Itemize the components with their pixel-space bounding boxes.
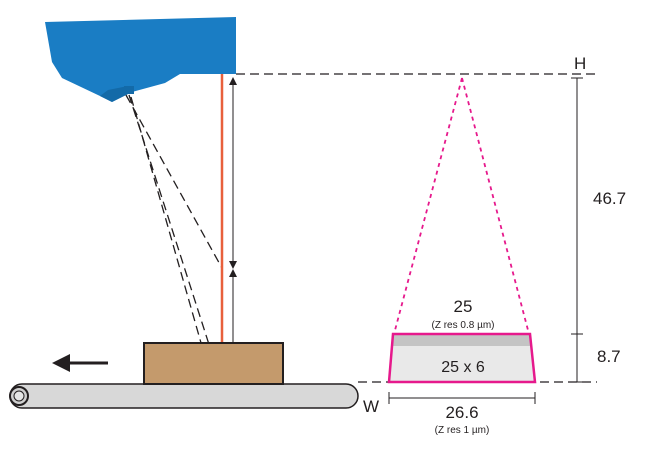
laser-sensor-icon — [45, 17, 236, 102]
package-box — [143, 342, 284, 385]
conveyor-belt — [9, 383, 359, 409]
bottom-resolution-value: (Z res 1 µm) — [435, 425, 490, 436]
lower-height-value: 8.7 — [597, 347, 621, 366]
area-center-value: 25 x 6 — [441, 359, 485, 376]
upper-height-value: 46.7 — [593, 189, 626, 208]
top-width-value: 25 — [454, 297, 473, 316]
measuring-range-trapezoid — [387, 332, 537, 384]
bottom-reference-label: W — [363, 397, 379, 416]
top-reference-label: H — [574, 54, 586, 73]
left-arrow-icon — [52, 354, 108, 372]
top-resolution-value: (Z res 0.8 µm) — [432, 320, 495, 331]
field-of-view-cone — [393, 77, 530, 335]
bottom-width-dimension — [388, 392, 536, 404]
camera-view-lines — [125, 94, 223, 386]
height-dimension — [571, 77, 583, 383]
pulley-icon — [9, 386, 29, 406]
bottom-width-value: 26.6 — [445, 403, 478, 422]
